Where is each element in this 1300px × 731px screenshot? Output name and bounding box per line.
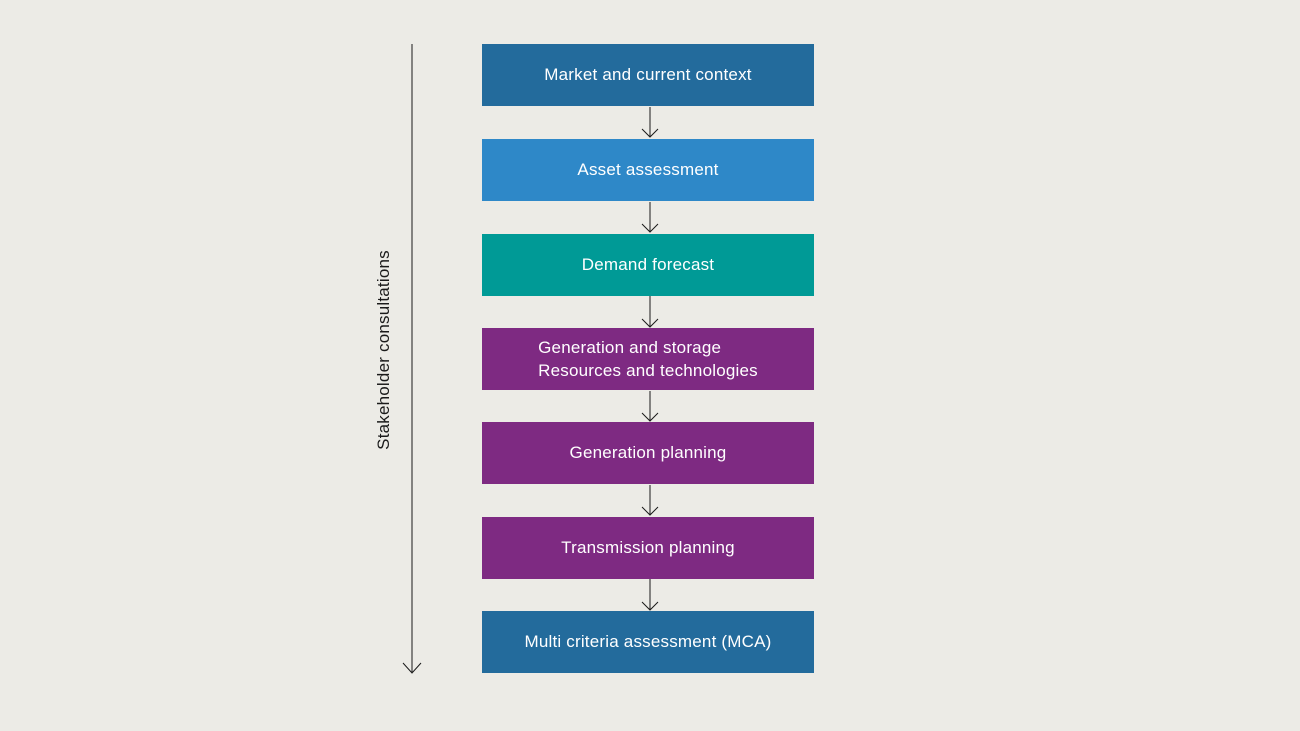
- step-generation-planning: Generation planning: [482, 422, 814, 484]
- stakeholder-consultations-label: Stakeholder consultations: [374, 250, 393, 450]
- step-label: Demand forecast: [581, 255, 715, 274]
- step-market-context: Market and current context: [482, 44, 814, 106]
- step-asset-assessment: Asset assessment: [482, 139, 814, 201]
- step-label-line-2: Resources and technologies: [538, 361, 758, 380]
- connector-6-7: [641, 579, 659, 611]
- step-label: Generation and storage Resources and tec…: [538, 336, 758, 382]
- step-demand-forecast: Demand forecast: [482, 234, 814, 296]
- connector-4-5: [641, 391, 659, 422]
- step-label: Multi criteria assessment (MCA): [524, 632, 772, 651]
- stakeholder-arrow-head: [402, 662, 422, 674]
- step-label: Transmission planning: [561, 538, 735, 557]
- step-label-line-1: Generation and storage: [538, 338, 722, 357]
- connector-5-6: [641, 485, 659, 516]
- step-label: Generation planning: [569, 443, 727, 462]
- step-transmission-planning: Transmission planning: [482, 517, 814, 579]
- connector-1-2: [641, 107, 659, 138]
- connector-2-3: [641, 202, 659, 233]
- step-multi-criteria-assessment: Multi criteria assessment (MCA): [482, 611, 814, 673]
- step-label: Asset assessment: [577, 160, 719, 179]
- connector-3-4: [641, 296, 659, 328]
- step-generation-storage-resources: Generation and storage Resources and tec…: [482, 328, 814, 390]
- step-label: Market and current context: [544, 65, 752, 84]
